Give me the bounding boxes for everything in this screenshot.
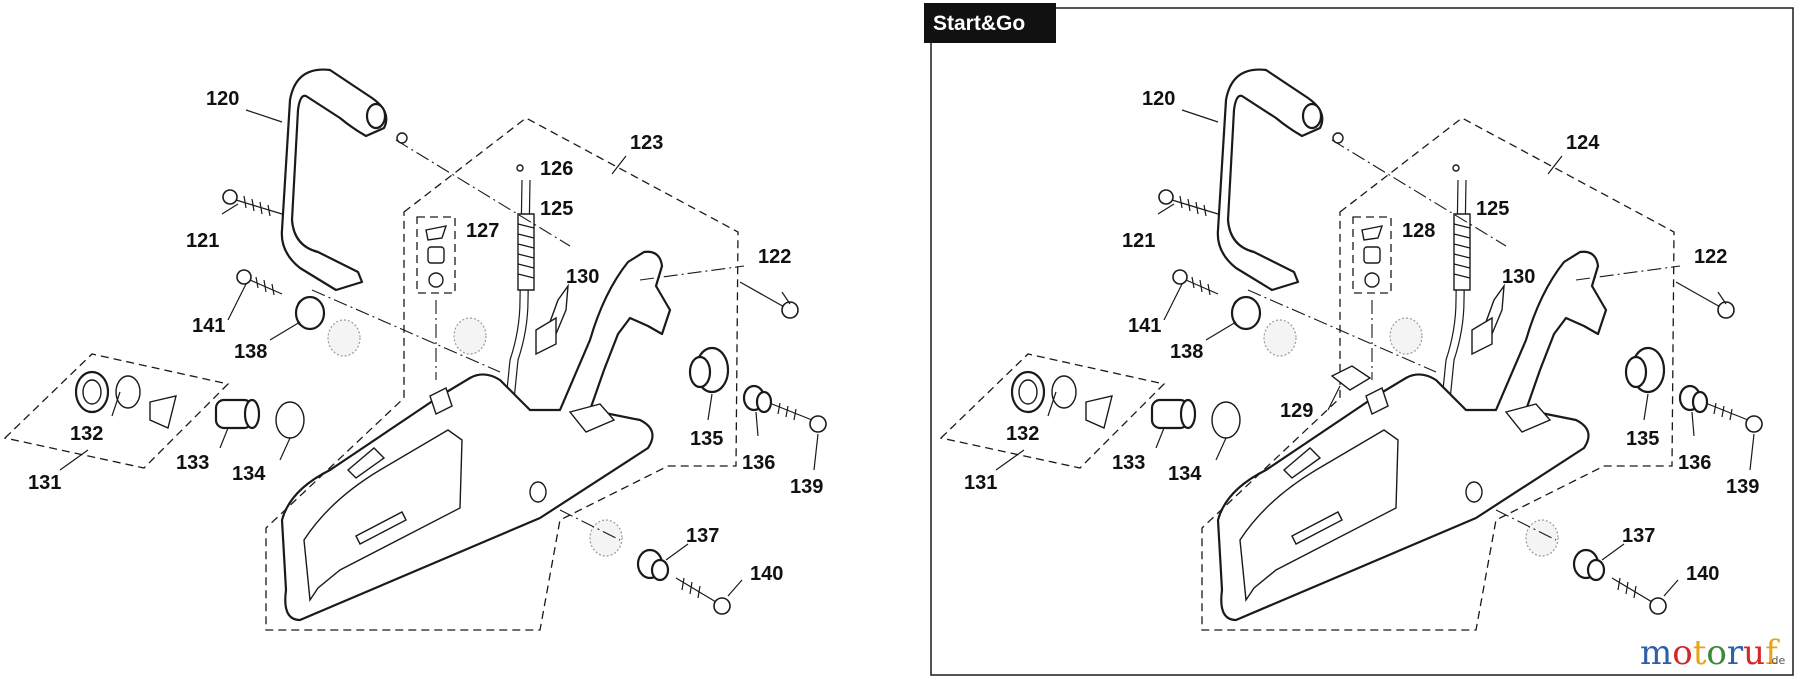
diagram-right: Start&Go 120 121 141 138 132 131 133 134…	[924, 3, 1794, 676]
callout-131: 131	[964, 472, 997, 494]
callout-133: 133	[176, 452, 209, 474]
start-go-frame	[930, 7, 1794, 676]
callout-138: 138	[234, 341, 267, 363]
callout-141: 141	[192, 315, 225, 337]
callout-134: 134	[1168, 463, 1202, 485]
callout-126: 126	[540, 158, 573, 180]
callout-134: 134	[232, 463, 266, 485]
callout-121: 121	[186, 230, 219, 252]
callout-135: 135	[690, 428, 723, 450]
part-129	[1330, 365, 1372, 391]
callout-136: 136	[742, 452, 775, 474]
start-go-badge	[924, 3, 1056, 43]
motoruf-watermark: motoruf .de	[1640, 633, 1785, 673]
callout-137: 137	[686, 525, 719, 547]
callout-131: 131	[28, 472, 61, 494]
callout-122: 122	[758, 246, 791, 268]
callout-120: 120	[1142, 88, 1175, 110]
callout-135: 135	[1626, 428, 1659, 450]
callout-128: 128	[1402, 220, 1435, 242]
callout-130: 130	[1502, 266, 1535, 288]
callout-130: 130	[566, 266, 599, 288]
callout-133: 133	[1112, 452, 1145, 474]
callout-125: 125	[540, 198, 573, 220]
callout-137: 137	[1622, 525, 1655, 547]
start-go-badge-text: Start&Go	[933, 12, 1025, 35]
callout-121: 121	[1122, 230, 1155, 252]
callout-123: 123	[630, 132, 663, 154]
callout-125: 125	[1476, 198, 1509, 220]
callout-127: 127	[466, 220, 499, 242]
diagram-left: 120 121 141 138 132 131 133 134 123 126 …	[3, 68, 828, 632]
watermark-suffix: .de	[1768, 654, 1785, 667]
callout-139: 139	[790, 476, 823, 498]
callout-138: 138	[1170, 341, 1203, 363]
callout-139: 139	[1726, 476, 1759, 498]
callout-140: 140	[1686, 563, 1719, 585]
callout-136: 136	[1678, 452, 1711, 474]
callout-120: 120	[206, 88, 239, 110]
callout-129: 129	[1280, 400, 1313, 422]
callout-132: 132	[70, 423, 103, 445]
watermark-text: motoruf	[1640, 633, 1780, 673]
callout-124: 124	[1566, 132, 1600, 154]
callout-140: 140	[750, 563, 783, 585]
callout-141: 141	[1128, 315, 1161, 337]
callout-122: 122	[1694, 246, 1727, 268]
callout-132: 132	[1006, 423, 1039, 445]
